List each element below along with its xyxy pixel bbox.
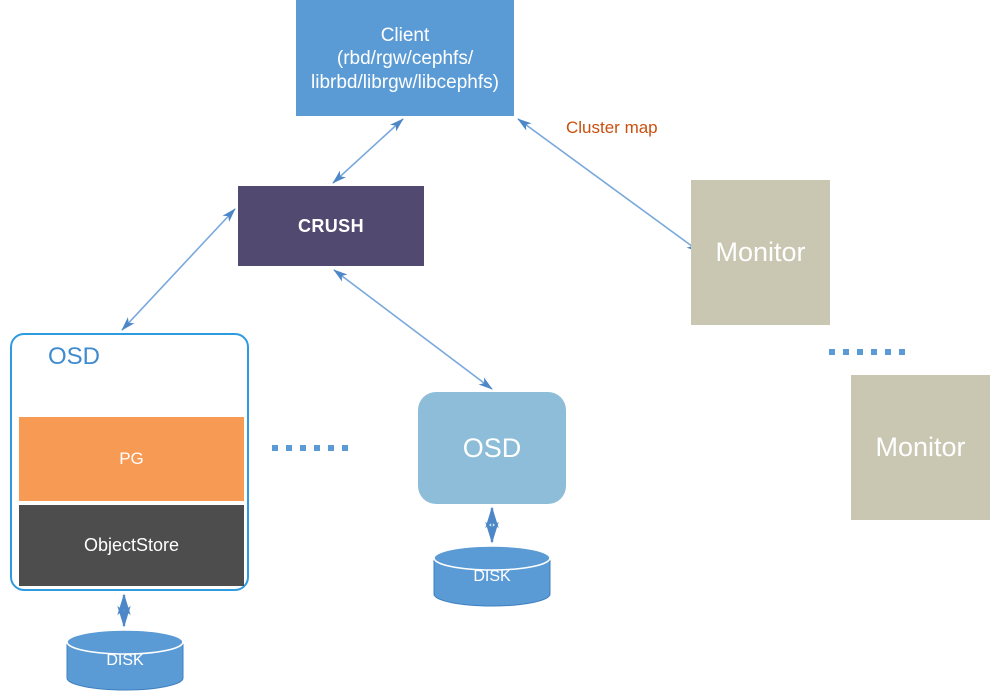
disk-cylinder-icon xyxy=(433,545,551,607)
ellipsis-dot xyxy=(899,349,905,355)
monitor-label-2: Monitor xyxy=(875,432,966,462)
objectstore-layer[interactable]: ObjectStore xyxy=(19,505,244,586)
ellipsis-dot xyxy=(314,445,320,451)
client-subtitle-1: (rbd/rgw/cephfs/ xyxy=(336,48,474,70)
objectstore-label: ObjectStore xyxy=(83,535,180,555)
disk-node-left[interactable]: DISK xyxy=(66,629,184,691)
monitor-node-2[interactable]: Monitor xyxy=(851,375,990,520)
edge-client-monitor xyxy=(517,118,701,253)
edge-client-crush xyxy=(332,118,404,184)
ellipsis-dot xyxy=(857,349,863,355)
edge-crush-osd-detailed xyxy=(121,208,236,331)
pg-label: PG xyxy=(119,449,144,468)
ellipsis-dot xyxy=(871,349,877,355)
pg-layer[interactable]: PG xyxy=(19,417,244,501)
crush-label: CRUSH xyxy=(297,215,364,236)
ellipsis-dot xyxy=(843,349,849,355)
crush-node[interactable]: CRUSH xyxy=(238,186,424,266)
osd-simple-label: OSD xyxy=(462,432,522,463)
osd-simple-node[interactable]: OSD xyxy=(418,392,566,504)
client-subtitle-2: librbd/librgw/libcephfs) xyxy=(311,71,499,93)
ellipsis-dot xyxy=(300,445,306,451)
ellipsis-dot xyxy=(885,349,891,355)
ellipsis-monitor-column xyxy=(829,349,905,355)
ellipsis-dot xyxy=(829,349,835,355)
monitor-label-1: Monitor xyxy=(715,237,806,267)
ellipsis-dot xyxy=(286,445,292,451)
disk-label-left: DISK xyxy=(106,652,144,670)
ellipsis-osd-row xyxy=(272,445,348,451)
client-title: Client xyxy=(380,24,430,46)
edge-crush-osd-simple xyxy=(333,269,493,390)
disk-node-right[interactable]: DISK xyxy=(433,545,551,607)
client-node[interactable]: Client (rbd/rgw/cephfs/ librbd/librgw/li… xyxy=(296,0,514,116)
ellipsis-dot xyxy=(328,445,334,451)
disk-label-right: DISK xyxy=(473,568,511,586)
osd-detailed-node[interactable]: OSD PG ObjectStore xyxy=(10,333,249,591)
monitor-node-1[interactable]: Monitor xyxy=(691,180,830,325)
osd-detailed-label: OSD xyxy=(48,343,101,370)
ellipsis-dot xyxy=(342,445,348,451)
ellipsis-dot xyxy=(272,445,278,451)
cluster-map-edge-label: Cluster map xyxy=(566,118,658,137)
disk-cylinder-icon xyxy=(66,629,184,691)
